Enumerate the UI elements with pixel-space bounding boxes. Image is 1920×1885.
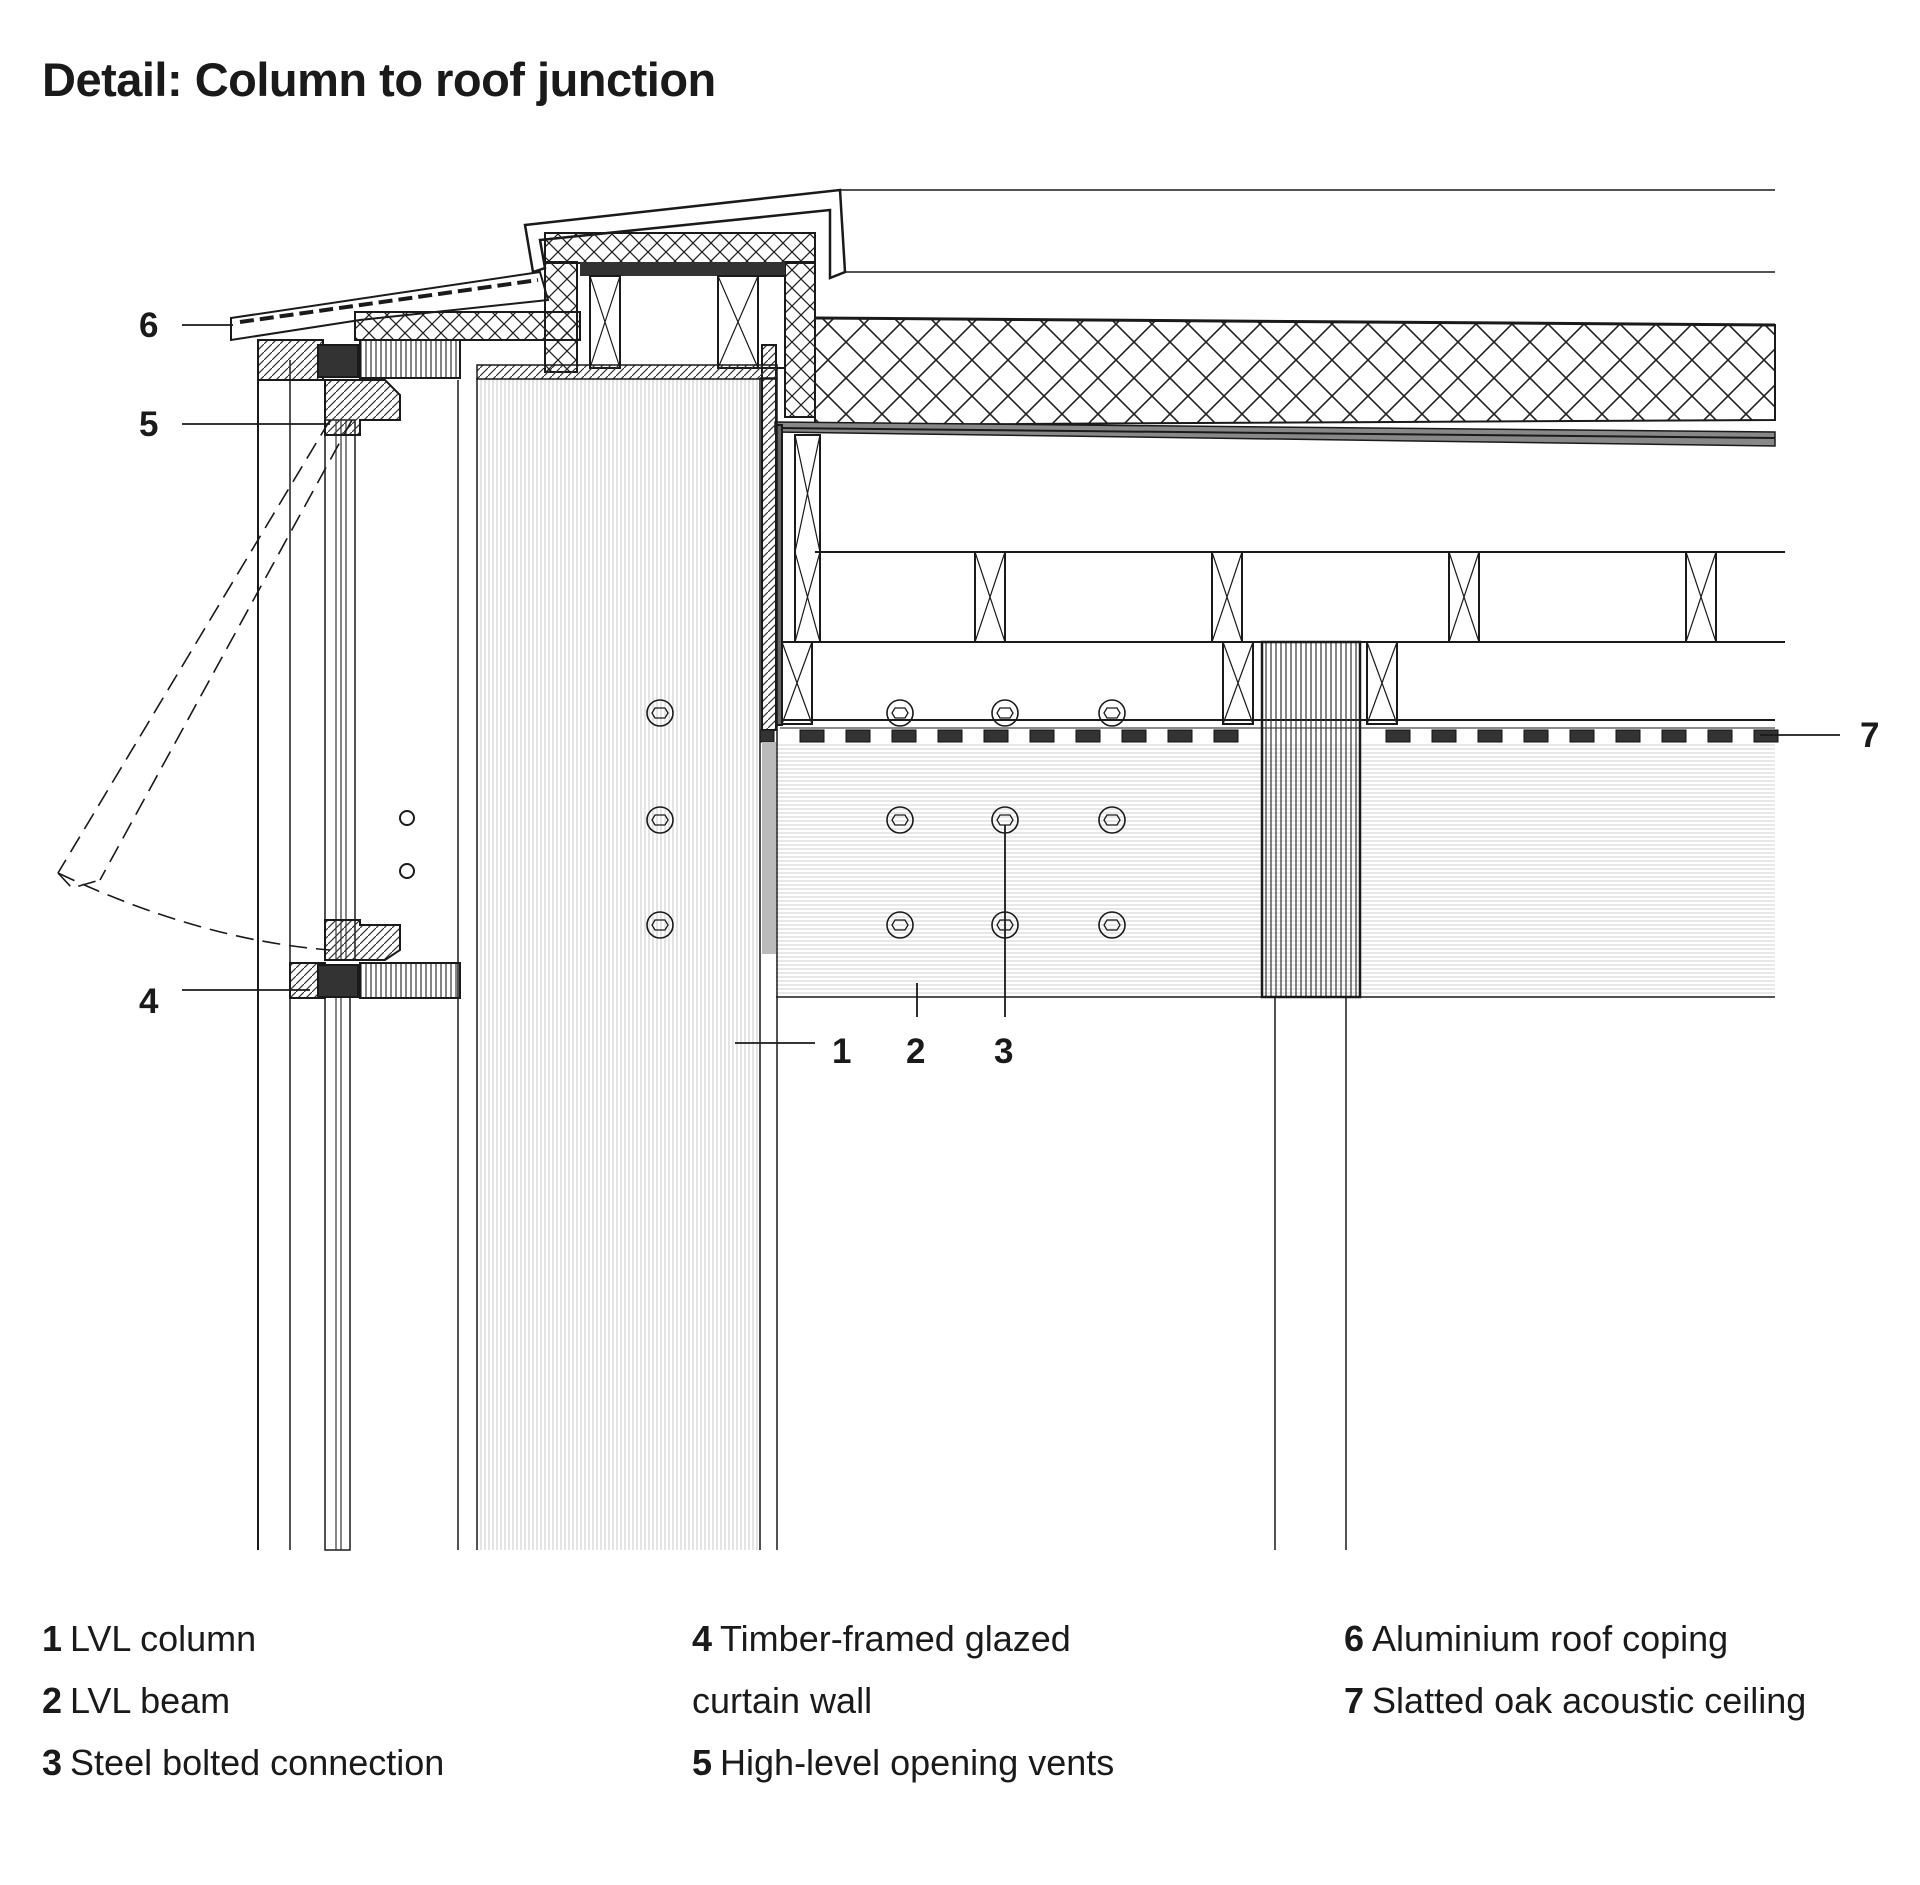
legend-number: 5 [692,1742,713,1783]
callout-labels: 6 5 4 1 2 3 7 [139,306,1879,1071]
perpendicular-beam-section [1260,640,1362,1550]
callout-3: 3 [994,1032,1013,1071]
roof-insulation [774,316,1776,447]
legend-text: Aluminium roof coping [1372,1618,1729,1659]
lvl-column [476,364,778,1550]
legend-number: 6 [1344,1618,1365,1659]
legend-text: curtain wall [692,1680,873,1721]
legend-text: Timber-framed glazed [720,1618,1071,1659]
callout-6: 6 [139,306,158,345]
legend-text: LVL beam [70,1680,231,1721]
parapet-insulation [354,232,816,418]
callout-2: 2 [906,1032,925,1071]
legend-text: High-level opening vents [720,1742,1115,1783]
callout-4: 4 [139,982,159,1021]
legend-text: LVL column [70,1618,257,1659]
callout-5: 5 [139,405,158,444]
vent-opening-path [57,419,353,951]
callout-7: 7 [1860,716,1879,755]
legend-number: 3 [42,1742,63,1783]
legend-number: 4 [692,1618,713,1659]
legend-text: Steel bolted connection [70,1742,445,1783]
legend-text: Slatted oak acoustic ceiling [1372,1680,1807,1721]
legend-number: 2 [42,1680,63,1721]
curtain-wall [257,339,461,1551]
roof-joists [794,434,1785,643]
roof-coping [230,188,847,342]
legend-number: 7 [1344,1680,1365,1721]
bolt-group [646,699,1126,939]
legend-item-4-continued: curtain wall [692,1670,1192,1732]
drawing-title: Detail: Column to roof junction [42,53,716,106]
parapet-timbers [589,275,786,369]
roof-surface-lines [840,189,1775,273]
legend-number: 1 [42,1618,63,1659]
leader-lines [182,324,1840,1044]
callout-1: 1 [832,1032,851,1071]
